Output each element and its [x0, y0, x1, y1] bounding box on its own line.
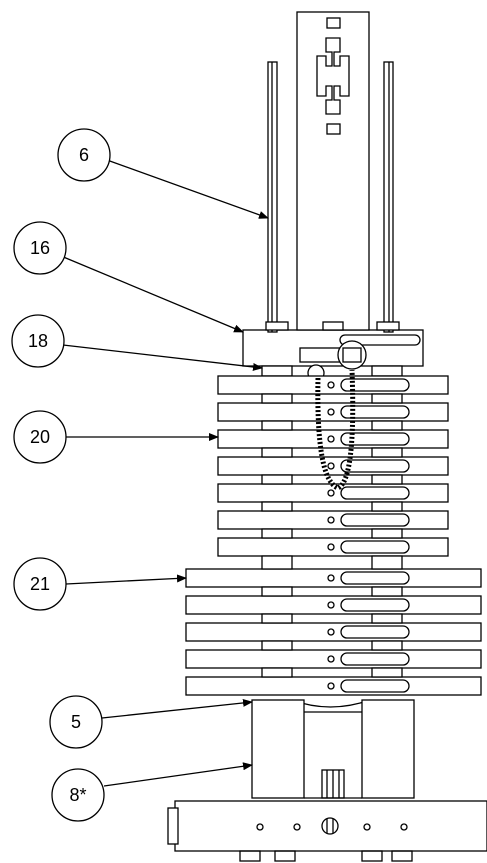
selector-pin	[299, 340, 367, 382]
base-tubes	[251, 699, 415, 799]
callout-18: 18	[11, 314, 65, 368]
callout-5: 5	[49, 695, 103, 749]
callout-16: 16	[13, 221, 67, 275]
selector-bar	[296, 11, 370, 331]
callout-label-8: 8*	[69, 785, 86, 805]
callout-8: 8*	[51, 768, 105, 822]
weight-plates-upper	[217, 375, 449, 557]
leader-lines	[60, 159, 269, 787]
pin-cable	[315, 369, 356, 491]
base-plate	[167, 800, 487, 862]
callout-label-20: 20	[30, 427, 50, 447]
callout-label-5: 5	[71, 712, 81, 732]
callout-label-6: 6	[79, 145, 89, 165]
callout-6: 6	[57, 128, 111, 182]
callout-label-21: 21	[30, 574, 50, 594]
selector-holes	[327, 378, 410, 693]
callout-label-16: 16	[30, 238, 50, 258]
plate-spacers	[261, 393, 403, 678]
callout-20: 20	[13, 410, 67, 464]
guide-rods	[267, 61, 394, 333]
callout-label-18: 18	[28, 331, 48, 351]
callout-21: 21	[13, 557, 67, 611]
